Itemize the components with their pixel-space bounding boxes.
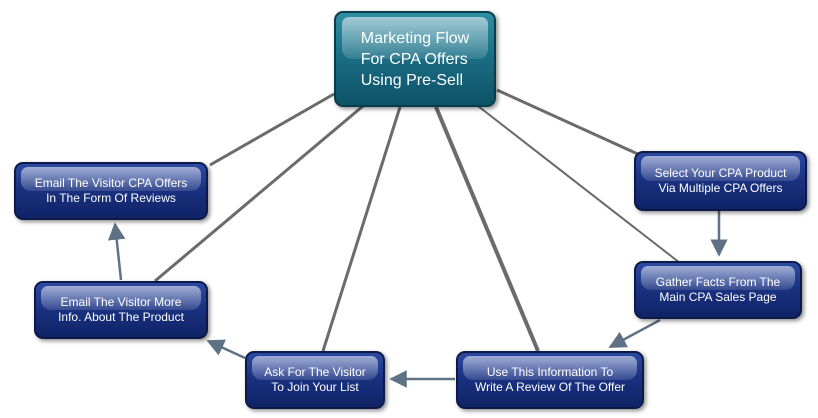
node-write-review-label: Use This Information To Write A Review O… bbox=[474, 365, 626, 394]
node-email-more-info-label: Email The Visitor More Info. About The P… bbox=[58, 295, 184, 324]
node-select-product: Select Your CPA Product Via Multiple CPA… bbox=[634, 151, 807, 211]
spoke-to-select-product bbox=[496, 88, 641, 157]
spoke-to-email-more-info bbox=[154, 104, 364, 283]
central-node: Marketing Flow For CPA Offers Using Pre-… bbox=[334, 11, 496, 107]
arrow-gather-to-review bbox=[608, 318, 661, 349]
node-gather-facts: Gather Facts From The Main CPA Sales Pag… bbox=[634, 261, 802, 319]
spoke-to-write-review bbox=[434, 106, 540, 352]
node-email-offers: Email The Visitor CPA Offers In The Form… bbox=[14, 162, 208, 220]
node-email-offers-label: Email The Visitor CPA Offers In The Form… bbox=[34, 176, 188, 205]
node-gather-facts-label: Gather Facts From The Main CPA Sales Pag… bbox=[655, 275, 781, 304]
spoke-to-join-list bbox=[321, 106, 402, 352]
node-join-list: Ask For The Visitor To Join Your List bbox=[245, 351, 385, 409]
arrow-join-to-email-more bbox=[206, 339, 246, 360]
arrow-email-more-to-offers bbox=[107, 222, 126, 281]
spoke-to-email-offers bbox=[209, 92, 335, 167]
node-email-more-info: Email The Visitor More Info. About The P… bbox=[34, 281, 208, 339]
node-select-product-label: Select Your CPA Product Via Multiple CPA… bbox=[654, 166, 787, 195]
node-join-list-label: Ask For The Visitor To Join Your List bbox=[264, 365, 366, 394]
node-write-review: Use This Information To Write A Review O… bbox=[456, 351, 644, 409]
spoke-to-gather-facts bbox=[477, 105, 681, 264]
central-node-label: Marketing Flow For CPA Offers Using Pre-… bbox=[360, 29, 470, 89]
